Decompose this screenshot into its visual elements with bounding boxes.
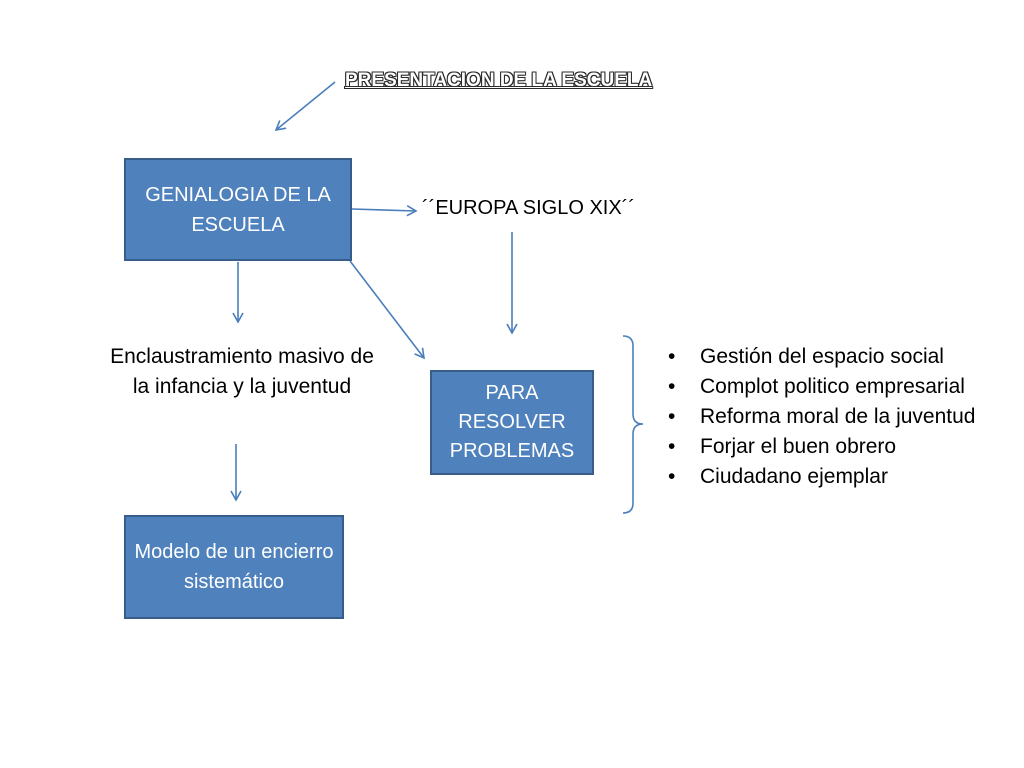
bullet-item: Complot politico empresarial — [664, 372, 1014, 402]
arrow-genialogia-to-resolver — [349, 260, 425, 360]
node-genialogia: GENIALOGIA DE LA ESCUELA — [124, 158, 352, 261]
node-europa: ´´EUROPA SIGLO XIX´´ — [422, 197, 635, 219]
node-enclaustramiento: Enclaustramiento masivo de la infancia y… — [110, 345, 374, 398]
bullet-item: Gestión del espacio social — [664, 342, 1014, 372]
arrow-genialogia-to-europa — [351, 205, 418, 217]
bullet-item: Reforma moral de la juventud — [664, 402, 1014, 432]
arrow-title-to-genialogia — [274, 81, 336, 132]
diagram-title: PRESENTACION DE LA ESCUELA — [345, 70, 653, 91]
node-resolver: PARA RESOLVER PROBLEMAS — [430, 370, 594, 475]
bullet-item: Forjar el buen obrero — [664, 432, 1014, 462]
bullet-item: Ciudadano ejemplar — [664, 462, 1014, 492]
node-modelo: Modelo de un encierro sistemático — [124, 515, 344, 619]
bracket-connector — [622, 335, 644, 514]
bullet-list: Gestión del espacio social Complot polit… — [664, 342, 1014, 492]
